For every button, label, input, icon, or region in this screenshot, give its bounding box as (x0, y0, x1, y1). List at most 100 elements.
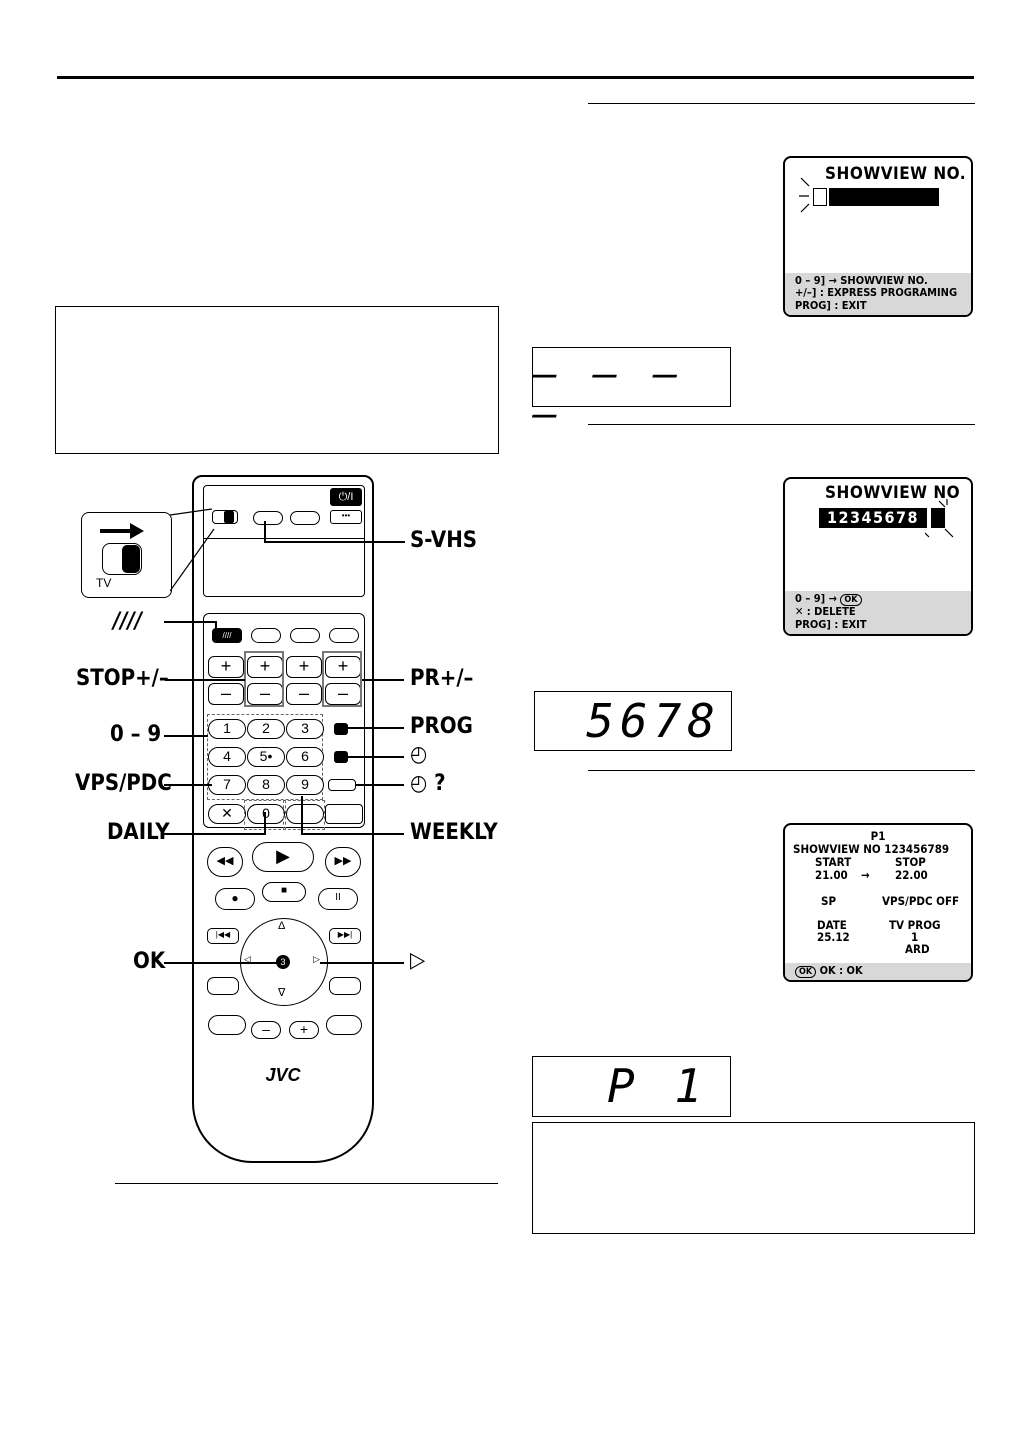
cursor-box (813, 188, 827, 206)
leader-prog (348, 727, 404, 729)
slash-button[interactable]: //// (212, 628, 242, 643)
osd-footer: OK OK : OK (785, 963, 971, 980)
function-button-4[interactable] (329, 628, 359, 643)
fast-forward-button[interactable]: ▶▶ (325, 847, 361, 877)
date-value: 25.12 (817, 930, 850, 944)
skip-forward-button[interactable]: ▶▶| (329, 928, 361, 944)
callout-slash: //// (113, 609, 142, 634)
footer-line: PROG] : EXIT (795, 298, 867, 312)
rewind-button[interactable]: ◀◀ (207, 847, 243, 877)
svhs-button[interactable] (253, 511, 283, 525)
leader-slash-v (215, 621, 217, 631)
date-label: DATE (817, 918, 847, 932)
nav-side-button-right[interactable] (329, 977, 361, 995)
ok-button-icon: OK (840, 594, 862, 606)
key-9[interactable]: 9 (286, 775, 324, 795)
osd-program-confirm: P1 SHOWVIEW NO 123456789 START STOP 21.0… (783, 823, 973, 982)
callout-digits: 0 – 9 (110, 722, 162, 747)
arrow-icon: → (861, 868, 870, 882)
right-triangle-icon: ▷ (410, 948, 426, 973)
callout-weekly: WEEKLY (410, 820, 498, 845)
switch-slot (102, 543, 142, 575)
plus-button[interactable]: + (208, 656, 244, 678)
mute-button[interactable] (290, 628, 320, 643)
blank-key-right[interactable] (325, 804, 363, 824)
leader-ok (164, 962, 278, 964)
vcr-display-3: P 1 (532, 1056, 731, 1117)
function-button-2[interactable] (251, 628, 281, 643)
tape-speed: SP (821, 894, 837, 908)
key-5[interactable]: 5• (247, 747, 285, 767)
osd-showview-entry: SHOWVIEW NO. 0 – 9] → SHOWVIEW NO. +/–] … (783, 156, 973, 317)
vcr-display-2: 5678 (534, 691, 732, 751)
tvprog-value: 1 (911, 930, 919, 944)
stop-highlight (244, 651, 284, 707)
ok-button[interactable]: 3 (276, 955, 290, 969)
step-rule-1 (588, 103, 975, 104)
bottom-button-left[interactable] (208, 1015, 246, 1035)
digits-field: 12345678 (819, 508, 927, 528)
aux-button[interactable] (290, 511, 320, 525)
power-button[interactable]: ⏻/I (330, 488, 362, 506)
up-arrow-icon[interactable]: Δ (278, 920, 286, 932)
key-8[interactable]: 8 (247, 775, 285, 795)
return-button[interactable] (326, 1015, 362, 1035)
callout-ok: OK (133, 949, 166, 974)
footer-line: 0 – 9] → OK (795, 592, 963, 606)
osd-footer: 0 – 9] → OK ✕ : DELETE PROG] : EXIT (785, 591, 971, 634)
key-3[interactable]: 3 (286, 719, 324, 739)
cancel-key[interactable]: ✕ (208, 804, 246, 824)
minus-button[interactable]: – (208, 683, 244, 705)
display-text: – – – – (533, 351, 684, 437)
key-7[interactable]: 7 (208, 775, 246, 795)
right-arrow-icon[interactable]: ▷ (313, 954, 320, 964)
minus-button[interactable]: – (286, 683, 322, 705)
jvc-logo: JVC (265, 1065, 301, 1085)
keypad-panel (203, 613, 365, 828)
tv-vcr-switch[interactable] (212, 510, 238, 524)
osd-showview-digits: SHOWVIEW NO 12345678 0 – 9] → OK ✕ : DEL… (783, 477, 973, 636)
leader-daily-v (264, 812, 266, 835)
volume-plus-button[interactable]: + (289, 1021, 319, 1039)
plus-button[interactable]: + (286, 656, 322, 678)
prog-button[interactable] (334, 723, 348, 735)
footer-line: +/–] : EXPRESS PROGRAMING (795, 286, 958, 299)
timer-query-button[interactable] (328, 779, 356, 791)
osd-footer: 0 – 9] → SHOWVIEW NO. +/–] : EXPRESS PRO… (785, 272, 971, 315)
timer-query-icon: ◴ ? (410, 771, 446, 796)
osd-title: SHOWVIEW NO. (825, 164, 967, 184)
menu-dots-button[interactable]: ••• (330, 510, 362, 524)
info-box (55, 306, 499, 454)
timer-button[interactable] (334, 751, 348, 763)
play-button[interactable]: ▶ (252, 842, 314, 872)
switch-knob (224, 511, 234, 523)
leader-svhs-v (264, 521, 266, 543)
record-button[interactable]: ● (215, 888, 255, 910)
step-rule-2 (588, 424, 975, 425)
leader-vps (164, 784, 212, 786)
callout-stop: STOP+/– (76, 666, 169, 691)
key-6[interactable]: 6 (286, 747, 324, 767)
key-2[interactable]: 2 (247, 719, 285, 739)
left-arrow-icon[interactable]: ◁ (244, 954, 251, 964)
stop-button[interactable]: ■ (262, 882, 306, 902)
callout-prog: PROG (410, 714, 473, 739)
stop-plus-button[interactable]: + (247, 656, 283, 678)
key-4[interactable]: 4 (208, 747, 246, 767)
blink-icon (799, 177, 810, 213)
osd-title: SHOWVIEW NO (825, 483, 961, 503)
pause-button[interactable]: II (318, 888, 358, 910)
volume-minus-button[interactable]: – (251, 1021, 281, 1039)
nav-side-button-left[interactable] (207, 977, 239, 995)
down-arrow-icon[interactable]: ∇ (278, 987, 286, 999)
ok-button-icon: OK (795, 966, 817, 978)
note-box (532, 1122, 975, 1234)
timer-icon: ◴ (410, 742, 428, 767)
blank-key[interactable] (286, 804, 324, 824)
callout-vps: VPS/PDC (75, 771, 172, 796)
start-label: START (815, 855, 852, 869)
key-1[interactable]: 1 (208, 719, 246, 739)
footer-text: 0 – 9] → (795, 592, 837, 605)
footer-text: OK : OK (819, 964, 863, 977)
skip-back-button[interactable]: |◀◀ (207, 928, 239, 944)
